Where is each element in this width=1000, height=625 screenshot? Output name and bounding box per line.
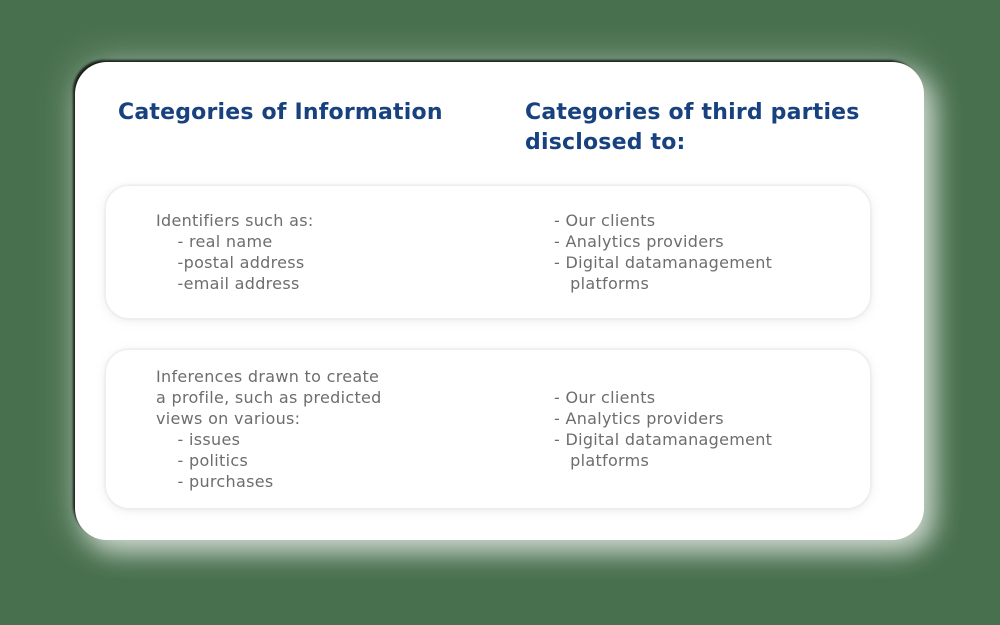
third-parties-cell: - Our clients - Analytics providers - Di… xyxy=(554,210,850,294)
text-line: -postal address xyxy=(156,253,305,272)
text-line: - issues xyxy=(156,430,241,449)
text-line: - Our clients xyxy=(554,388,656,407)
text-line: - Analytics providers xyxy=(554,409,724,428)
information-cell: Inferences drawn to create a profile, su… xyxy=(156,366,554,492)
third-parties-cell: - Our clients - Analytics providers - Di… xyxy=(554,387,850,471)
information-cell: Identifiers such as: - real name -postal… xyxy=(156,210,554,294)
text-line: platforms xyxy=(554,451,650,470)
column-header-information: Categories of Information xyxy=(118,100,443,125)
text-line: - Our clients xyxy=(554,211,656,230)
text-line: views on various: xyxy=(156,409,301,428)
table-row-identifiers: Identifiers such as: - real name -postal… xyxy=(105,185,871,319)
disclosure-table-card: Categories of Information Categories of … xyxy=(75,62,924,540)
text-line: - Digital datamanagement xyxy=(554,430,773,449)
text-line: -email address xyxy=(156,274,300,293)
column-header-third-parties: Categories of third parties disclosed to… xyxy=(525,100,860,155)
text-line: - Digital datamanagement xyxy=(554,253,773,272)
text-line: - real name xyxy=(156,232,273,251)
text-line: Inferences drawn to create xyxy=(156,367,380,386)
table-header-row: Categories of Information Categories of … xyxy=(118,98,874,158)
text-line: platforms xyxy=(554,274,650,293)
text-line: - politics xyxy=(156,451,249,470)
text-line: Identifiers such as: xyxy=(156,211,314,230)
text-line: a profile, such as predicted xyxy=(156,388,382,407)
text-line: - purchases xyxy=(156,472,274,491)
table-row-inferences: Inferences drawn to create a profile, su… xyxy=(105,349,871,509)
text-line: - Analytics providers xyxy=(554,232,724,251)
